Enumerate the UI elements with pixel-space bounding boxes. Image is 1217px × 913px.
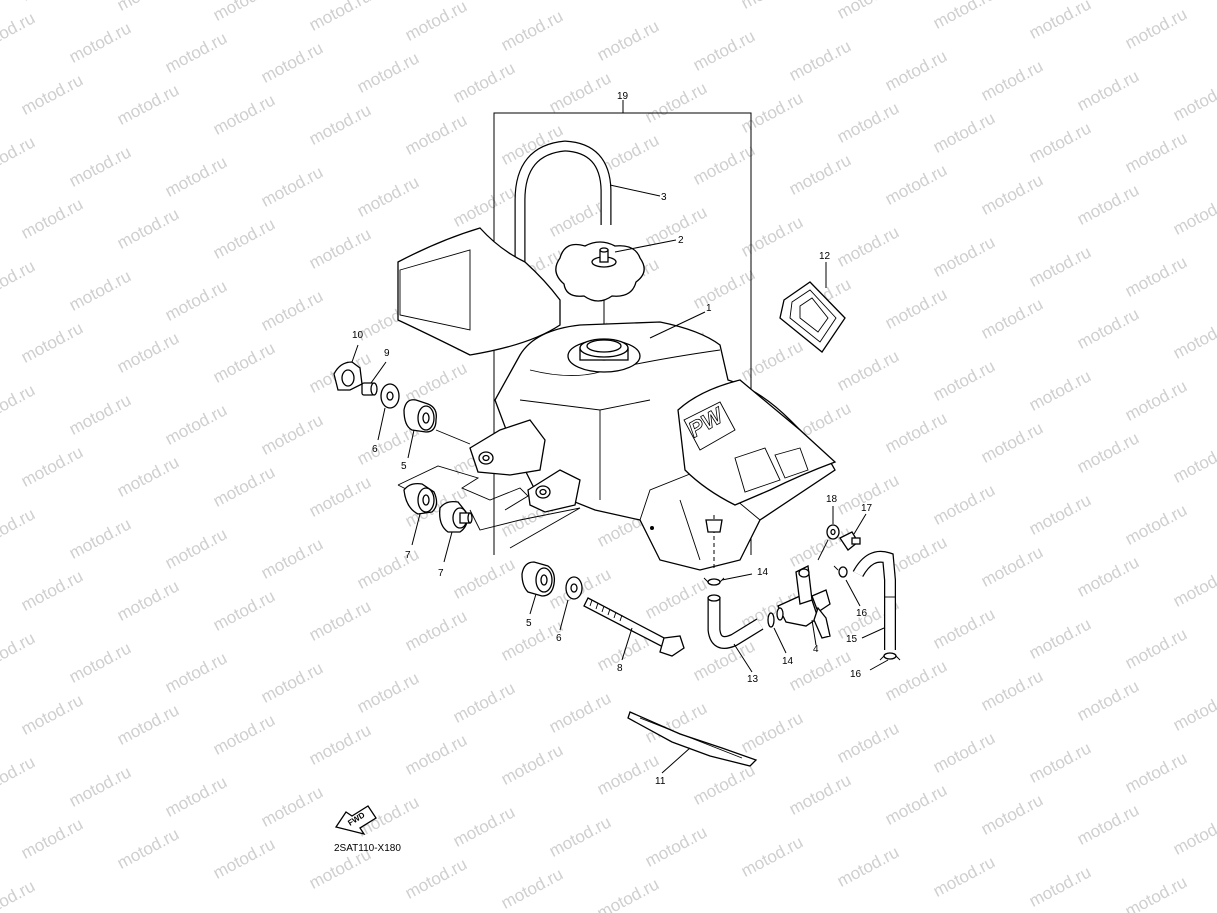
damper-upper bbox=[403, 482, 438, 546]
cushion-strip bbox=[627, 711, 758, 774]
callout-12: 12 bbox=[819, 251, 831, 262]
callout-1: 1 bbox=[706, 303, 712, 314]
callout-9: 9 bbox=[384, 348, 390, 359]
drawing-code: 2SAT110-X180 bbox=[334, 843, 401, 854]
callout-7-upper: 7 bbox=[405, 550, 411, 561]
callout-5-upper: 5 bbox=[401, 461, 407, 472]
callout-4: 4 bbox=[813, 644, 819, 655]
callout-17: 17 bbox=[861, 503, 873, 514]
washer-lower bbox=[559, 576, 583, 631]
callout-labels: 19 3 2 12 1 10 9 6 5 7 7 5 6 8 18 17 14 … bbox=[352, 91, 873, 787]
collar bbox=[361, 361, 387, 396]
callout-13: 13 bbox=[747, 674, 759, 685]
callout-15: 15 bbox=[846, 634, 858, 645]
tank-cover-panel bbox=[397, 227, 561, 356]
fuel-cock bbox=[776, 565, 831, 646]
drain-hose bbox=[852, 550, 896, 650]
mounting-bolt bbox=[583, 597, 685, 661]
hose-clip-16-lower bbox=[869, 652, 901, 671]
breather-hose bbox=[514, 140, 661, 300]
callout-18: 18 bbox=[826, 494, 838, 505]
callout-14-lower: 14 bbox=[782, 656, 794, 667]
hose-clip-16-upper bbox=[833, 565, 861, 607]
callout-2: 2 bbox=[678, 235, 684, 246]
washer-small bbox=[817, 506, 840, 561]
gasket-plate bbox=[779, 262, 846, 353]
callout-19: 19 bbox=[617, 91, 629, 102]
callout-3: 3 bbox=[661, 192, 667, 203]
forward-arrow-icon: FWD bbox=[334, 805, 377, 836]
fuel-cap bbox=[555, 239, 677, 345]
callout-5-lower: 5 bbox=[526, 618, 532, 629]
grommet-lower bbox=[521, 561, 556, 615]
damper-lower bbox=[439, 500, 473, 563]
callout-6-lower: 6 bbox=[556, 633, 562, 644]
callout-8: 8 bbox=[617, 663, 623, 674]
fuel-hose bbox=[707, 594, 764, 673]
callout-11: 11 bbox=[655, 776, 666, 787]
cap-nut bbox=[333, 344, 363, 391]
hose-clip-lower bbox=[767, 612, 787, 654]
fuel-tank: PW bbox=[469, 311, 837, 571]
callout-16-upper: 16 bbox=[856, 608, 868, 619]
drain-bolt bbox=[839, 513, 867, 551]
tank-outlet bbox=[705, 519, 723, 533]
callout-16-lower: 16 bbox=[850, 669, 862, 680]
callout-7-lower: 7 bbox=[438, 568, 444, 579]
callout-6-upper: 6 bbox=[372, 444, 378, 455]
assembly-zone-lines bbox=[397, 465, 581, 549]
callout-10: 10 bbox=[352, 330, 364, 341]
grommet-upper bbox=[403, 399, 471, 459]
washer-upper bbox=[377, 383, 400, 441]
hose-clip-upper bbox=[703, 573, 753, 586]
callout-14-upper: 14 bbox=[757, 567, 769, 578]
